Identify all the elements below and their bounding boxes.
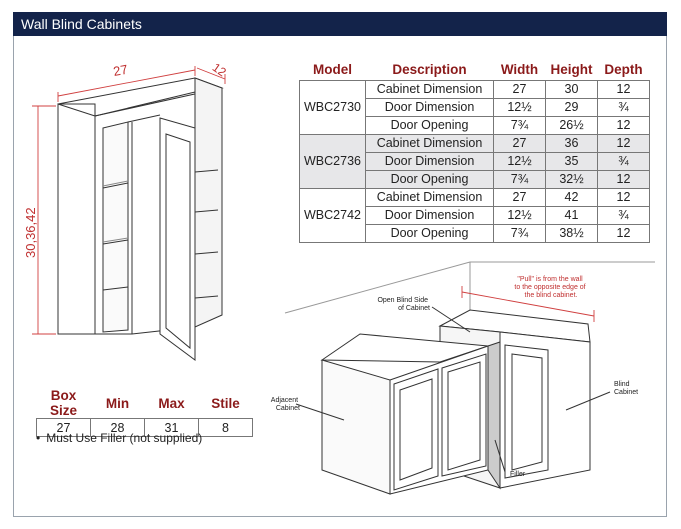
height-cell: 36: [545, 133, 598, 153]
table-row: 27 28 31 8: [36, 418, 253, 437]
header-box-size: Box Size: [49, 388, 77, 418]
width-cell: 27: [493, 133, 546, 153]
height-cell: 26½: [545, 115, 598, 135]
desc-cell: Cabinet Dimension: [365, 79, 494, 99]
model-cell: WBC2736: [299, 133, 366, 189]
depth-cell: ¾: [597, 205, 650, 225]
depth-cell: ¾: [597, 151, 650, 171]
depth-cell: 12: [597, 115, 650, 135]
width-cell: 7¾: [493, 115, 546, 135]
height-cell: 35: [545, 151, 598, 171]
header-model: Model: [313, 62, 352, 78]
model-cell: WBC2742: [299, 187, 366, 243]
desc-cell: Cabinet Dimension: [365, 133, 494, 153]
cabinet-drawing: [57, 77, 224, 361]
header-height: Height: [550, 62, 593, 78]
depth-dimension-label: 12: [210, 60, 229, 79]
desc-cell: Door Dimension: [365, 97, 494, 117]
header-max: Max: [158, 395, 185, 411]
adjacent-cabinet-label: Adjacent Cabinet: [271, 397, 300, 412]
height-cell: 38½: [545, 223, 598, 243]
desc-cell: Door Dimension: [365, 205, 494, 225]
depth-cell: 12: [597, 223, 650, 243]
installation-diagram: [284, 261, 655, 495]
page-title: Wall Blind Cabinets: [13, 12, 667, 36]
depth-cell: 12: [597, 79, 650, 99]
model-cell: WBC2730: [299, 79, 366, 135]
desc-cell: Door Opening: [365, 223, 494, 243]
depth-cell: 12: [597, 133, 650, 153]
height-cell: 42: [545, 187, 598, 207]
width-cell: 12½: [493, 151, 546, 171]
table-row: Door Dimension 12½ 29 ¾: [300, 97, 650, 117]
header-min: Min: [105, 395, 130, 411]
table-row: Door Opening 7¾ 32½ 12: [300, 169, 650, 189]
max-value: 31: [144, 418, 199, 437]
dimension-lines: [32, 66, 226, 335]
stile-value: 8: [198, 418, 253, 437]
width-cell: 7¾: [493, 223, 546, 243]
header-width: Width: [500, 62, 539, 78]
width-cell: 27: [493, 187, 546, 207]
table-row: Door Opening 7¾ 38½ 12: [300, 223, 650, 243]
header-description: Description: [392, 62, 467, 78]
spec-table: Model Description Width Height Depth WBC…: [299, 60, 650, 243]
width-cell: 7¾: [493, 169, 546, 189]
table-row: Door Dimension 12½ 35 ¾: [300, 151, 650, 171]
box-size-table: Box Size Min Max Stile 27 28 31 8: [36, 388, 253, 437]
depth-cell: 12: [597, 169, 650, 189]
bullet-icon: •: [36, 431, 41, 445]
header-stile: Stile: [211, 395, 240, 411]
blind-cabinet-label: Blind Cabinet: [614, 381, 638, 396]
width-cell: 12½: [493, 97, 546, 117]
width-cell: 12½: [493, 205, 546, 225]
width-dimension-label: 27: [112, 62, 129, 79]
filler-note: • Must Use Filler (not supplied): [36, 431, 202, 445]
table-row: WBC2736 Cabinet Dimension 27 36 12: [299, 133, 650, 189]
height-cell: 41: [545, 205, 598, 225]
table-row: WBC2730 Cabinet Dimension 27 30 12: [299, 79, 650, 135]
height-cell: 29: [545, 97, 598, 117]
height-cell: 30: [545, 79, 598, 99]
note-text: Must Use Filler (not supplied): [46, 431, 203, 445]
header-depth: Depth: [604, 62, 643, 78]
depth-cell: ¾: [597, 97, 650, 117]
table-row: WBC2742 Cabinet Dimension 27 42 12: [299, 187, 650, 243]
desc-cell: Door Dimension: [365, 151, 494, 171]
height-dimension-label: 30,36,42: [23, 207, 38, 258]
box-size-value: 27: [36, 418, 91, 437]
open-blind-side-label: Open Blind Side of Cabinet: [377, 297, 430, 312]
width-cell: 27: [493, 79, 546, 99]
pull-dimension: [461, 286, 595, 322]
desc-cell: Cabinet Dimension: [365, 187, 494, 207]
filler-label: Filler: [510, 471, 526, 478]
desc-cell: Door Opening: [365, 169, 494, 189]
depth-cell: 12: [597, 187, 650, 207]
pull-note: "Pull" is from the wall to the opposite …: [514, 276, 587, 299]
height-cell: 32½: [545, 169, 598, 189]
desc-cell: Door Opening: [365, 115, 494, 135]
